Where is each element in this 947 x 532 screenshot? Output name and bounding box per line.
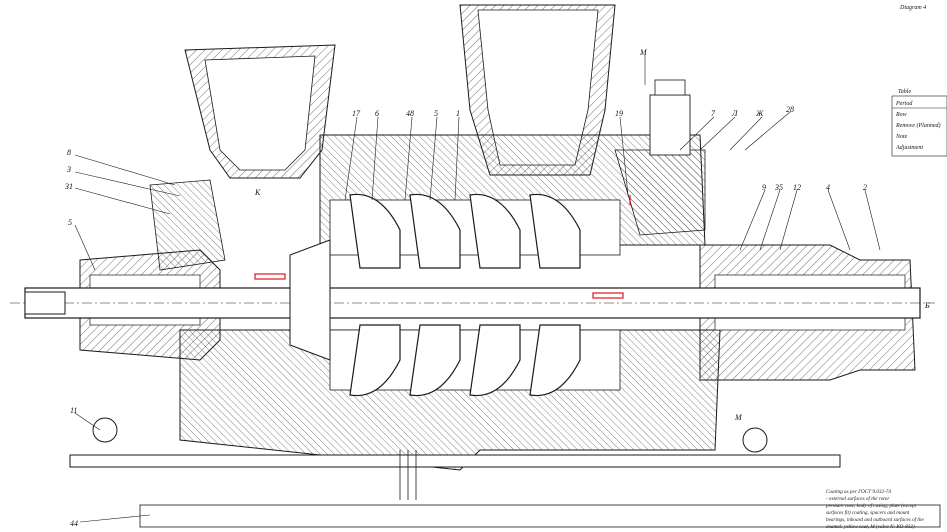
left-bearing-housing (79, 179, 226, 361)
callout-3: 3 (66, 165, 71, 174)
callout-L: Л (731, 109, 738, 118)
suction-nozzle (184, 44, 336, 179)
callout-5: 5 (434, 109, 438, 118)
top-right-label: Diagram 4 (899, 4, 926, 11)
callout-8: 8 (67, 148, 71, 157)
coating-notes: Coating as per ГОСТ 9.032-74 - external … (825, 488, 924, 530)
callout-K: K (254, 188, 261, 197)
callout-17: 17 (352, 109, 361, 118)
callout-labels: 8 3 31 5 11 44 17 6 48 5 1 M 19 7 Л Ж 28… (64, 48, 930, 528)
table-block: Diagram 4 Table Period Row Remove (Plann… (891, 4, 947, 157)
discharge-nozzle (459, 4, 616, 176)
note-line-4: surfaces fit) coating, spacers and mount (826, 509, 910, 516)
callout-44: 44 (70, 519, 78, 528)
note-line-6: enamel: yellow coat, M (valve N: КО-833) (826, 523, 915, 530)
callout-9: 9 (762, 183, 766, 192)
callout-19: 19 (615, 109, 623, 118)
note-line-1: Coating as per ГОСТ 9.032-74 (826, 488, 891, 495)
table-row-note: Note (895, 134, 908, 140)
table-row-remove: Remove (Planned) (895, 122, 940, 129)
impellers-upper (349, 193, 581, 269)
callout-M-lower: M (734, 413, 743, 422)
callout-2: 2 (863, 183, 867, 192)
callout-12: 12 (793, 183, 801, 192)
table-row-adjust: Adjustment (895, 145, 923, 151)
leader-lines (74, 55, 881, 523)
callout-31: 31 (64, 182, 73, 191)
note-line-3: pressure case, body of casing, plate (ex… (825, 502, 917, 509)
impellers-lower (349, 324, 581, 397)
callout-35: 35 (774, 183, 783, 192)
callout-5-left: 5 (68, 218, 72, 227)
callout-28: 28 (786, 105, 794, 114)
note-line-2: - external surfaces of the rotor (826, 495, 890, 502)
callout-4: 4 (826, 183, 830, 192)
callout-Zh: Ж (755, 109, 764, 118)
callout-7: 7 (711, 109, 716, 118)
highlight-markers (254, 195, 631, 299)
note-line-5: bearings, inboard and outboard surfaces … (826, 516, 924, 523)
callout-1: 1 (456, 109, 460, 118)
table-title: Table (898, 89, 911, 95)
callout-11: 11 (70, 406, 77, 415)
base-frame (69, 417, 941, 528)
table-row-row: Row (895, 112, 907, 118)
callout-6: 6 (375, 109, 379, 118)
table-row-period: Period (895, 101, 913, 107)
callout-M-top: M (639, 48, 648, 57)
callout-48: 48 (406, 109, 414, 118)
callout-B: Б (924, 301, 930, 310)
rotor-shaft (10, 239, 935, 361)
